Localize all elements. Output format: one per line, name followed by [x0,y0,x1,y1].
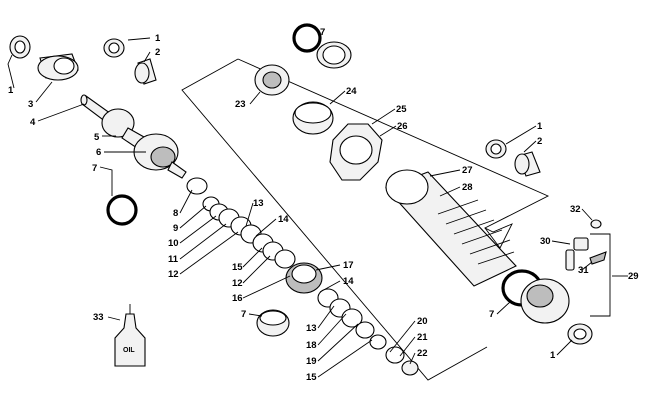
spacer-part-2a [134,58,157,85]
callout-1b: 1 [155,33,161,44]
callout-5: 5 [94,132,100,143]
callout-17: 17 [343,260,354,271]
callout-15a: 15 [232,262,243,273]
callout-18: 18 [306,340,317,351]
bushing-part-1d [567,323,593,345]
bushing-part-1a [9,35,31,59]
washer-stack-lower [317,288,419,376]
group-outline [237,58,550,249]
callout-13b: 13 [306,323,317,334]
spring-body-part-28 [385,169,517,287]
callout-1d: 1 [550,350,556,361]
callout-14b: 14 [343,276,354,287]
callout-25: 25 [396,104,407,115]
callout-30: 30 [540,236,551,247]
callout-31: 31 [578,265,589,276]
leader-lines [7,32,628,378]
callout-12b: 12 [232,278,243,289]
washer-stack [186,177,296,269]
callout-20: 20 [417,316,428,327]
spherical-bearing-part-3 [37,53,79,81]
callout-6: 6 [96,147,101,158]
callout-8: 8 [173,208,178,219]
oil-label: OIL [123,347,135,354]
callout-14a: 14 [278,214,289,225]
callout-12a: 12 [168,269,179,280]
callout-10: 10 [168,238,179,249]
callout-19: 19 [306,356,317,367]
callout-23: 23 [235,99,246,110]
callout-28: 28 [462,182,473,193]
bushing-part-1c [485,139,507,159]
adjuster-part-30 [565,237,589,271]
callout-21: 21 [417,332,428,343]
callout-1a: 1 [8,85,14,96]
spacer-part-2b [514,151,541,177]
callout-1c: 1 [537,121,543,132]
seal-cap-part-7d [316,41,352,69]
reservoir-cap-part-23 [254,64,290,96]
callout-26: 26 [397,121,408,132]
piston-part-24 [292,101,334,135]
callout-7c: 7 [489,309,494,320]
bracket-29 [590,233,611,317]
callout-7d: 7 [241,309,246,320]
callout-3: 3 [28,99,33,110]
callout-27: 27 [462,165,473,176]
callout-32: 32 [570,204,581,215]
lower-body-part-right [520,278,570,324]
callout-24: 24 [346,86,357,97]
callout-7b: 7 [320,27,325,38]
o-ring-part-7a [106,194,138,226]
oil-bottle-part-33: OIL [114,304,146,367]
callout-13a: 13 [253,198,264,209]
callout-9: 9 [173,223,178,234]
callout-2b: 2 [537,136,542,147]
damper-head-part-6 [133,133,187,179]
callout-22: 22 [417,348,428,359]
callout-15b: 15 [306,372,317,383]
callout-labels: 1 3 4 5 6 7 1 2 7 23 24 25 26 27 28 1 2 … [8,27,639,383]
callout-29: 29 [628,271,639,282]
spring-collar-part-25 [329,123,383,181]
callout-2a: 2 [155,47,160,58]
callout-4: 4 [30,117,36,128]
callout-11: 11 [168,254,179,265]
group-outline-lower [181,58,488,381]
callout-16: 16 [232,293,243,304]
callout-7a: 7 [92,163,97,174]
piston-part-16 [285,262,323,294]
o-ring-part-7b [292,23,322,53]
seal-part-7e [256,309,290,337]
bushing-part-1b [103,38,125,58]
clip-part-31 [589,251,607,265]
screw-part-32 [590,219,602,229]
callout-33: 33 [93,312,104,323]
